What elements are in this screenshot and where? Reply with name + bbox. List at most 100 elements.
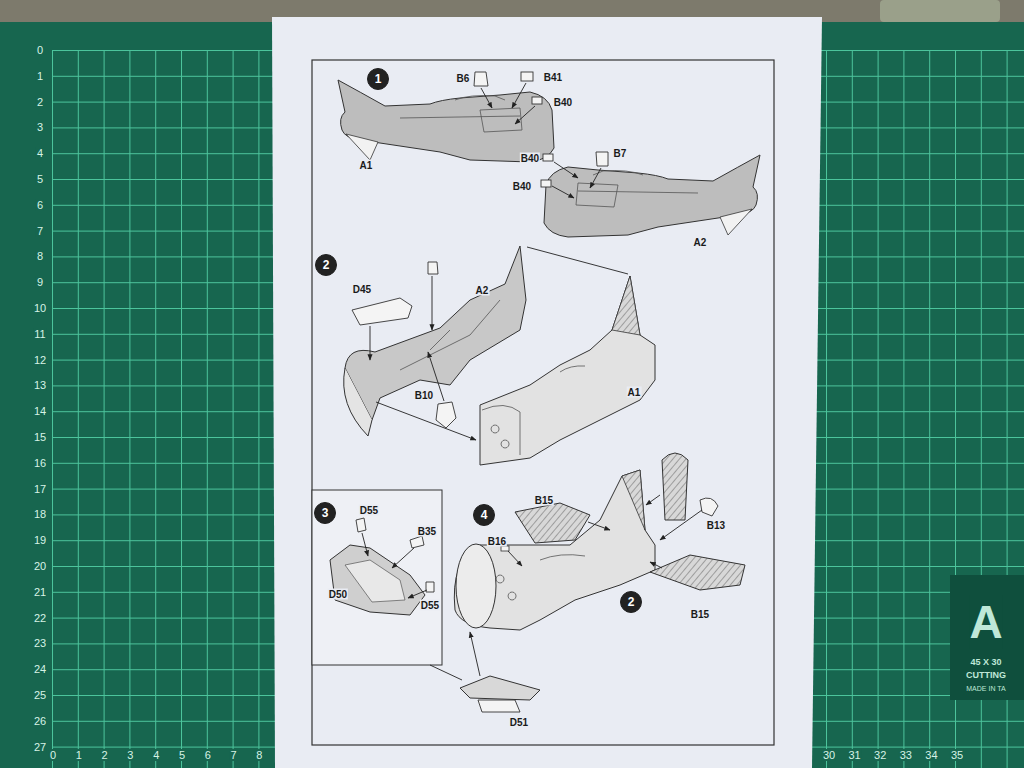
lever-part (532, 97, 542, 104)
part-label: B40 (512, 181, 532, 192)
ruler-number: 0 (49, 749, 57, 761)
part-B13 (700, 498, 718, 516)
cowling-ring (344, 368, 372, 436)
step-number-circle: 1 (367, 68, 389, 90)
ruler-number: 11 (33, 328, 46, 340)
fuselage-detail (400, 300, 500, 370)
part-label: A1 (359, 160, 374, 171)
ruler-number: 24 (33, 663, 47, 675)
ruler-number: 16 (33, 457, 47, 469)
part-label: D51 (509, 717, 529, 728)
rudder (662, 453, 688, 520)
box-part (521, 72, 533, 81)
part-label: B15 (534, 495, 554, 506)
part-label: B10 (414, 390, 434, 401)
fuselage (454, 470, 655, 630)
ruler-number: 32 (873, 749, 887, 761)
step-number-circle: 2 (315, 254, 337, 276)
inset-frame (312, 490, 442, 665)
seat-part (474, 72, 488, 86)
part-label: B13 (706, 520, 726, 531)
ruler-number: 8 (255, 749, 263, 761)
ruler-number: 19 (33, 534, 47, 546)
part-label: B40 (520, 153, 540, 164)
part-label: D55 (359, 505, 379, 516)
fuselage-half (338, 80, 554, 162)
ruler-number: 27 (33, 741, 47, 753)
part-B10 (436, 402, 456, 428)
step-number: 4 (481, 508, 488, 522)
background-object (880, 0, 1000, 22)
ruler-number: 1 (36, 70, 44, 82)
leader-lines (481, 83, 601, 198)
assembly-lines (470, 495, 702, 676)
part-label: B35 (417, 526, 437, 537)
part-D45 (352, 298, 412, 325)
mat-logo-block (950, 575, 1024, 700)
ruler-number: 5 (178, 749, 186, 761)
ruler-number: 25 (33, 689, 47, 701)
part-label: B7 (613, 148, 628, 159)
ruler-number: 35 (950, 749, 964, 761)
circle-fill (474, 505, 495, 526)
ruler-number: 9 (36, 276, 44, 288)
ruler-number: 22 (33, 612, 47, 624)
ruler-number: 4 (36, 147, 44, 159)
part-label: B16 (487, 536, 507, 547)
ruler-number: 6 (36, 199, 44, 211)
ruler-number: 7 (36, 225, 44, 237)
assembly-lines (370, 247, 628, 440)
fuselage-half (345, 246, 526, 420)
ruler-number: 12 (33, 354, 47, 366)
ruler-number: 1 (75, 749, 83, 761)
fuselage-detail (496, 555, 585, 600)
fuselage-detail (482, 366, 585, 455)
circle-fill (368, 69, 389, 90)
ruler-number: 34 (924, 749, 938, 761)
tail-skirt (346, 134, 378, 160)
ruler-number: 13 (33, 379, 47, 391)
step-number-circle: 3 (314, 502, 336, 524)
seat-part (596, 152, 608, 166)
cowling-front (456, 544, 496, 628)
fin-hatching (612, 276, 640, 335)
ruler-number: 14 (33, 405, 47, 417)
part-label: D50 (328, 589, 348, 600)
ruler-number: 10 (33, 302, 47, 314)
ruler-number: 20 (33, 560, 47, 572)
lever-part (543, 154, 553, 161)
part-label: A2 (475, 285, 490, 296)
ruler-number: 0 (36, 44, 44, 56)
ruler-number: 2 (101, 749, 109, 761)
ruler-number: 18 (33, 508, 47, 520)
fuselage-detail (400, 96, 522, 133)
part-label: B15 (690, 609, 710, 620)
part-D50 (330, 545, 425, 615)
ruler-number: 33 (899, 749, 913, 761)
circle-fill (315, 503, 336, 524)
part-label: A1 (627, 387, 642, 398)
part-D51 (460, 676, 540, 700)
ruler-number: 31 (847, 749, 861, 761)
step-number: 3 (322, 506, 329, 520)
fuselage-half (544, 155, 760, 237)
part-label: B40 (553, 97, 573, 108)
part-label: B41 (543, 72, 563, 83)
part-label: D45 (352, 284, 372, 295)
small-part (428, 262, 438, 274)
ruler-number: 23 (33, 637, 47, 649)
step-number-circle: 2 (620, 591, 642, 613)
part-label: B6 (456, 73, 471, 84)
lever-part (541, 180, 551, 187)
mat-brand-text: CUTTING (966, 670, 1006, 680)
ruler-number: 2 (36, 96, 44, 108)
ruler-number: 30 (822, 749, 836, 761)
part-label: D55 (420, 600, 440, 611)
leader-lines (362, 533, 462, 680)
part-detail (345, 560, 405, 602)
